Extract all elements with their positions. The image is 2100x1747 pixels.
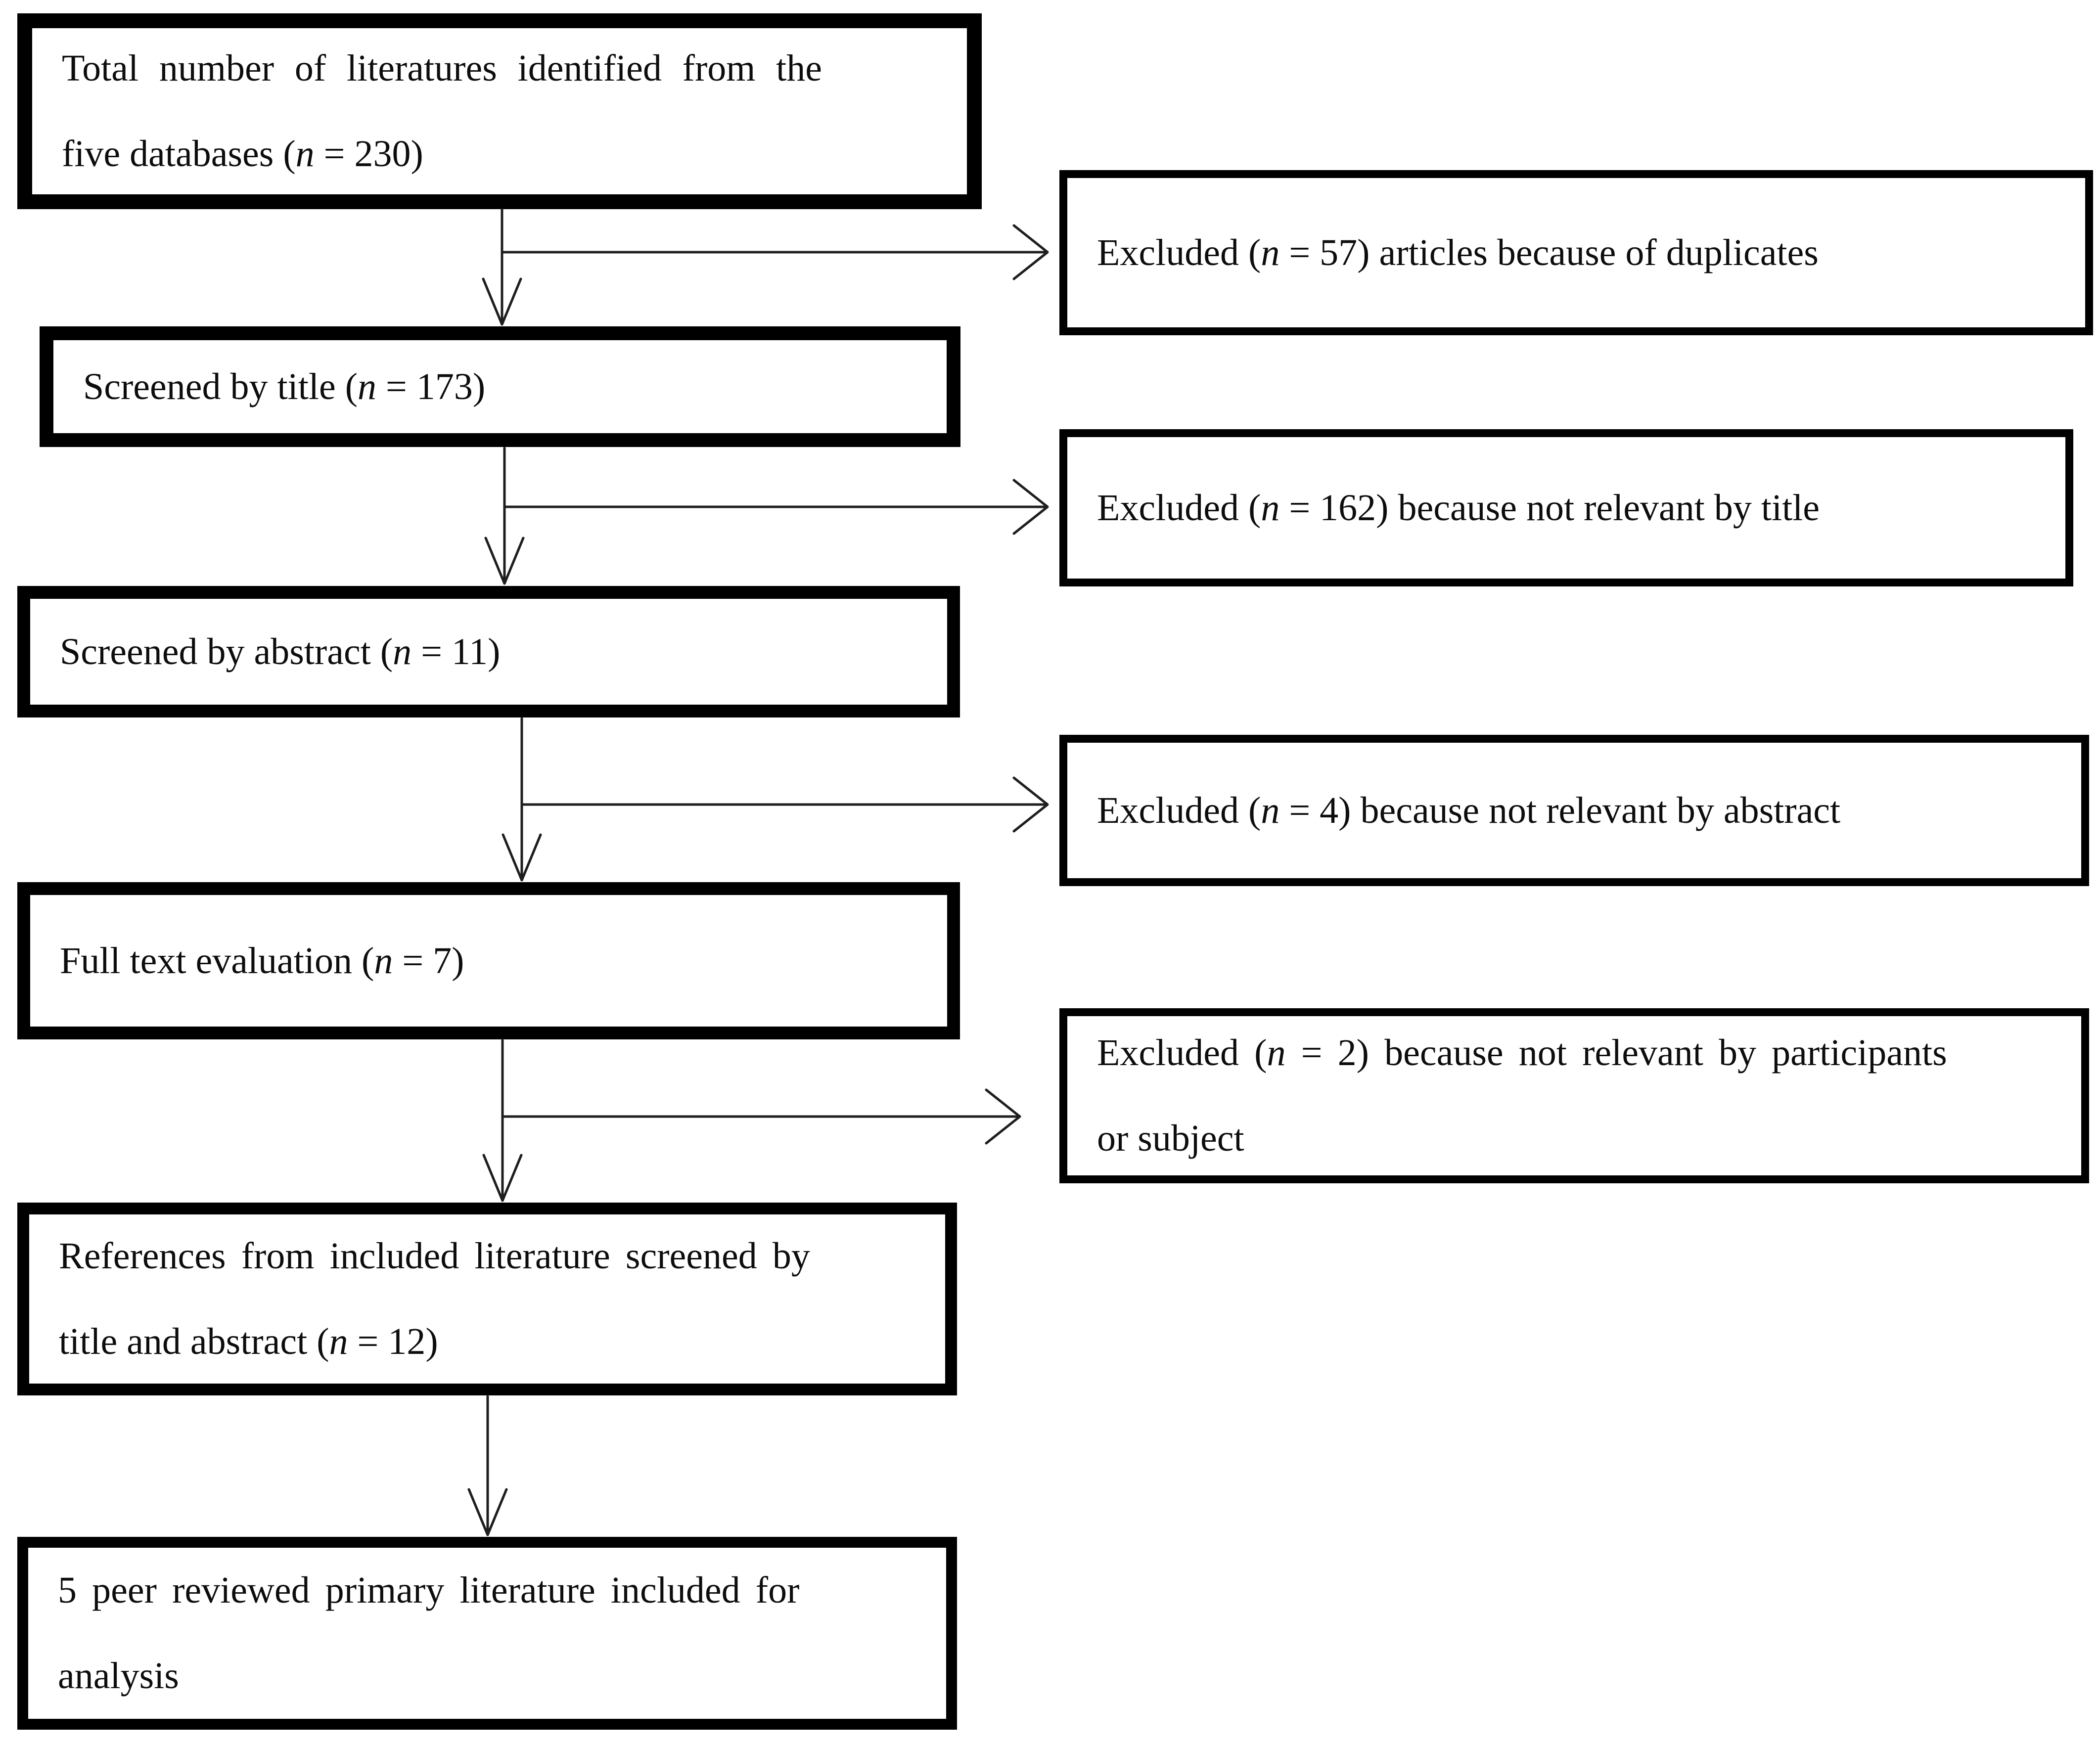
box-screened-by-abstract-text: Screened by abstract (n = 11) bbox=[60, 630, 501, 672]
arrow-full-text-to-references bbox=[482, 1039, 523, 1202]
box-excluded-by-participants: Excluded (n = 2) because not relevant by… bbox=[1059, 1008, 2089, 1183]
box-excluded-by-abstract: Excluded (n = 4) because not relevant by… bbox=[1059, 735, 2089, 886]
arrow-branch-to-excluded-by-abstract bbox=[520, 776, 1049, 833]
box-excluded-by-abstract-text: Excluded (n = 4) because not relevant by… bbox=[1097, 789, 1841, 831]
box-total-identified-line2: five databases (n = 230) bbox=[62, 133, 423, 175]
arrow-branch-to-excluded-duplicates bbox=[501, 224, 1049, 280]
box-references-screened-line2: title and abstract (n = 12) bbox=[59, 1321, 438, 1362]
arrow-references-to-included bbox=[467, 1395, 508, 1536]
box-screened-by-abstract: Screened by abstract (n = 11) bbox=[17, 586, 960, 717]
arrow-screened-title-to-screened-abstract bbox=[484, 447, 525, 585]
box-excluded-by-title: Excluded (n = 162) because not relevant … bbox=[1059, 429, 2073, 586]
box-screened-by-title-text: Screened by title (n = 173) bbox=[83, 365, 486, 407]
box-included-for-analysis-line2: analysis bbox=[58, 1655, 179, 1697]
box-excluded-by-participants-line1: Excluded (n = 2) because not relevant by… bbox=[1097, 1032, 1947, 1074]
box-included-for-analysis-line1: 5 peer reviewed primary literature inclu… bbox=[58, 1569, 800, 1612]
box-excluded-by-title-text: Excluded (n = 162) because not relevant … bbox=[1097, 487, 1820, 529]
arrow-identified-to-screened-title bbox=[482, 208, 522, 326]
box-full-text-evaluation-text: Full text evaluation (n = 7) bbox=[60, 940, 464, 982]
box-total-identified: Total number of literatures identified f… bbox=[17, 13, 982, 209]
box-excluded-duplicates-text: Excluded (n = 57) articles because of du… bbox=[1097, 231, 1819, 273]
box-screened-by-title: Screened by title (n = 173) bbox=[40, 326, 960, 447]
arrow-branch-to-excluded-by-participants bbox=[501, 1088, 1021, 1145]
box-excluded-duplicates: Excluded (n = 57) articles because of du… bbox=[1059, 170, 2093, 335]
arrow-branch-to-excluded-by-title bbox=[503, 479, 1049, 535]
box-total-identified-line1: Total number of literatures identified f… bbox=[62, 47, 822, 90]
box-references-screened: References from included literature scre… bbox=[17, 1203, 957, 1395]
box-references-screened-line1: References from included literature scre… bbox=[59, 1235, 810, 1277]
box-excluded-by-participants-line2: or subject bbox=[1097, 1118, 1244, 1159]
box-included-for-analysis: 5 peer reviewed primary literature inclu… bbox=[17, 1537, 957, 1730]
arrow-screened-abstract-to-full-text bbox=[502, 717, 542, 882]
box-full-text-evaluation: Full text evaluation (n = 7) bbox=[17, 882, 960, 1039]
